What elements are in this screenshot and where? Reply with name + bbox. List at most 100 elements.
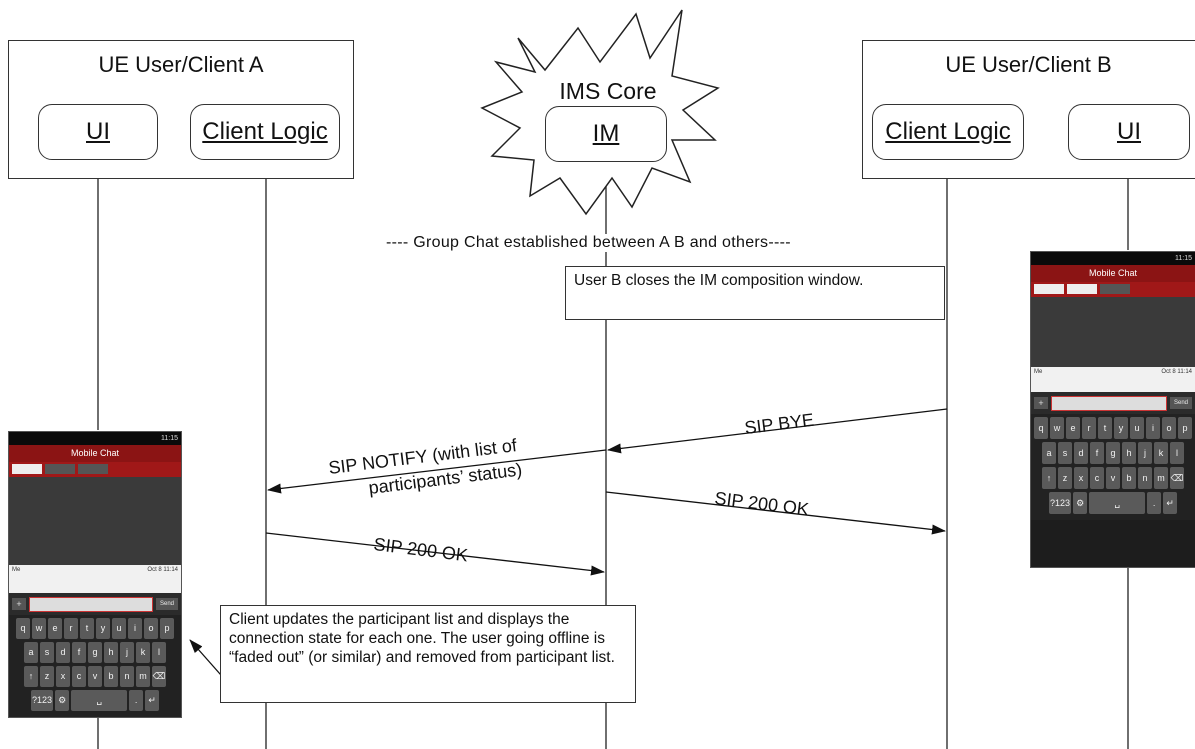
phone-a-key[interactable]: c: [72, 666, 86, 687]
phone-a-key[interactable]: h: [104, 642, 118, 663]
phone-b-tab[interactable]: [1067, 284, 1097, 294]
phone-b-key[interactable]: v: [1106, 467, 1120, 489]
phone-b-key[interactable]: z: [1058, 467, 1072, 489]
phone-b-key[interactable]: i: [1146, 417, 1160, 439]
phone-a-status-bar: 11:15: [9, 432, 181, 445]
phone-b-key[interactable]: n: [1138, 467, 1152, 489]
phone-b-key[interactable]: l: [1170, 442, 1184, 464]
phone-a-key[interactable]: d: [56, 642, 70, 663]
phone-a-text-field[interactable]: [29, 596, 153, 612]
phone-b-key[interactable]: g: [1106, 442, 1120, 464]
phone-b-key[interactable]: m: [1154, 467, 1168, 489]
phone-a-key[interactable]: v: [88, 666, 102, 687]
phone-a-key[interactable]: .: [129, 690, 144, 711]
phone-b-key[interactable]: d: [1074, 442, 1088, 464]
phone-a-key[interactable]: ↵: [145, 690, 160, 711]
phone-b-plus-button[interactable]: +: [1034, 397, 1048, 409]
phone-a-key[interactable]: ↑: [24, 666, 38, 687]
phone-a-tabs: [9, 462, 181, 477]
phone-b-key[interactable]: ␣: [1089, 492, 1146, 514]
phone-b-key[interactable]: b: [1122, 467, 1136, 489]
phone-a-key[interactable]: b: [104, 666, 118, 687]
phone-a-key[interactable]: e: [48, 618, 62, 639]
phone-b-send-button[interactable]: Send: [1170, 397, 1192, 409]
phone-b-message: Me Oct 8 11:14: [1031, 367, 1195, 392]
phone-a-key[interactable]: a: [24, 642, 38, 663]
phone-b-key[interactable]: ↑: [1042, 467, 1056, 489]
phone-a-key[interactable]: f: [72, 642, 86, 663]
phone-a-key[interactable]: ⚙: [55, 690, 70, 711]
phone-b-key[interactable]: q: [1034, 417, 1048, 439]
phone-b-key[interactable]: ?123: [1048, 492, 1072, 514]
phone-b-key[interactable]: k: [1154, 442, 1168, 464]
phone-a-key[interactable]: z: [40, 666, 54, 687]
phone-a-chat-area: [9, 477, 181, 565]
ims-im: IM: [545, 106, 667, 162]
phone-b-key[interactable]: .: [1147, 492, 1162, 514]
phone-b-key[interactable]: c: [1090, 467, 1104, 489]
phone-a-key[interactable]: o: [144, 618, 158, 639]
phone-a-send-button[interactable]: Send: [156, 598, 178, 610]
group-chat-banner: ---- Group Chat established between A B …: [386, 234, 791, 252]
arrow-sip-200-ok-b: [605, 491, 946, 535]
phone-a-key[interactable]: l: [152, 642, 166, 663]
phone-b-key[interactable]: j: [1138, 442, 1152, 464]
phone-a-key[interactable]: y: [96, 618, 110, 639]
phone-b-key[interactable]: w: [1050, 417, 1064, 439]
phone-b-key[interactable]: f: [1090, 442, 1104, 464]
client-b-logic: Client Logic: [872, 104, 1024, 160]
phone-a-tab[interactable]: [12, 464, 42, 474]
phone-a-mockup: 11:15 Mobile Chat Me Oct 8 11:14 + Send …: [8, 431, 182, 718]
arrow-sip-bye: [607, 408, 948, 454]
phone-a-message: Me Oct 8 11:14: [9, 565, 181, 593]
phone-b-msg-time: Oct 8 11:14: [1161, 369, 1192, 375]
phone-b-key[interactable]: o: [1162, 417, 1176, 439]
phone-a-key[interactable]: m: [136, 666, 150, 687]
phone-a-key[interactable]: u: [112, 618, 126, 639]
client-a-title: UE User/Client A: [98, 52, 264, 77]
phone-a-key[interactable]: ?123: [30, 690, 54, 711]
phone-a-key[interactable]: s: [40, 642, 54, 663]
phone-b-key[interactable]: h: [1122, 442, 1136, 464]
phone-b-key[interactable]: p: [1178, 417, 1192, 439]
phone-b-key[interactable]: ↵: [1163, 492, 1178, 514]
phone-b-time: 11:15: [1175, 255, 1192, 262]
phone-b-key[interactable]: r: [1082, 417, 1096, 439]
phone-a-key[interactable]: x: [56, 666, 70, 687]
phone-b-key[interactable]: y: [1114, 417, 1128, 439]
phone-a-key[interactable]: t: [80, 618, 94, 639]
phone-b-key[interactable]: t: [1098, 417, 1112, 439]
phone-a-key[interactable]: q: [16, 618, 30, 639]
phone-a-key[interactable]: r: [64, 618, 78, 639]
phone-b-key[interactable]: u: [1130, 417, 1144, 439]
client-a-logic: Client Logic: [190, 104, 340, 160]
arrow-sip-notify: [267, 449, 607, 494]
phone-b-key[interactable]: ⚙: [1073, 492, 1088, 514]
phone-a-key[interactable]: w: [32, 618, 46, 639]
phone-b-key[interactable]: e: [1066, 417, 1080, 439]
phone-b-mockup: 11:15 Mobile Chat Me Oct 8 11:14 + Send …: [1030, 251, 1195, 568]
phone-a-key[interactable]: g: [88, 642, 102, 663]
phone-b-tab[interactable]: [1100, 284, 1130, 294]
phone-b-key[interactable]: x: [1074, 467, 1088, 489]
phone-a-key[interactable]: k: [136, 642, 150, 663]
phone-a-msg-sender: Me: [12, 567, 21, 573]
phone-a-key[interactable]: i: [128, 618, 142, 639]
phone-a-key[interactable]: ␣: [71, 690, 128, 711]
phone-b-key[interactable]: s: [1058, 442, 1072, 464]
phone-b-text-field[interactable]: [1051, 395, 1167, 411]
phone-b-key[interactable]: a: [1042, 442, 1056, 464]
phone-a-key[interactable]: n: [120, 666, 134, 687]
note-client-updates: Client updates the participant list and …: [220, 605, 636, 703]
phone-b-key[interactable]: ⌫: [1170, 467, 1184, 489]
phone-a-tab[interactable]: [78, 464, 108, 474]
phone-a-key[interactable]: p: [160, 618, 174, 639]
phone-b-tab[interactable]: [1034, 284, 1064, 294]
phone-a-tab[interactable]: [45, 464, 75, 474]
phone-a-key[interactable]: ⌫: [152, 666, 166, 687]
phone-a-plus-button[interactable]: +: [12, 598, 26, 610]
phone-a-key[interactable]: j: [120, 642, 134, 663]
